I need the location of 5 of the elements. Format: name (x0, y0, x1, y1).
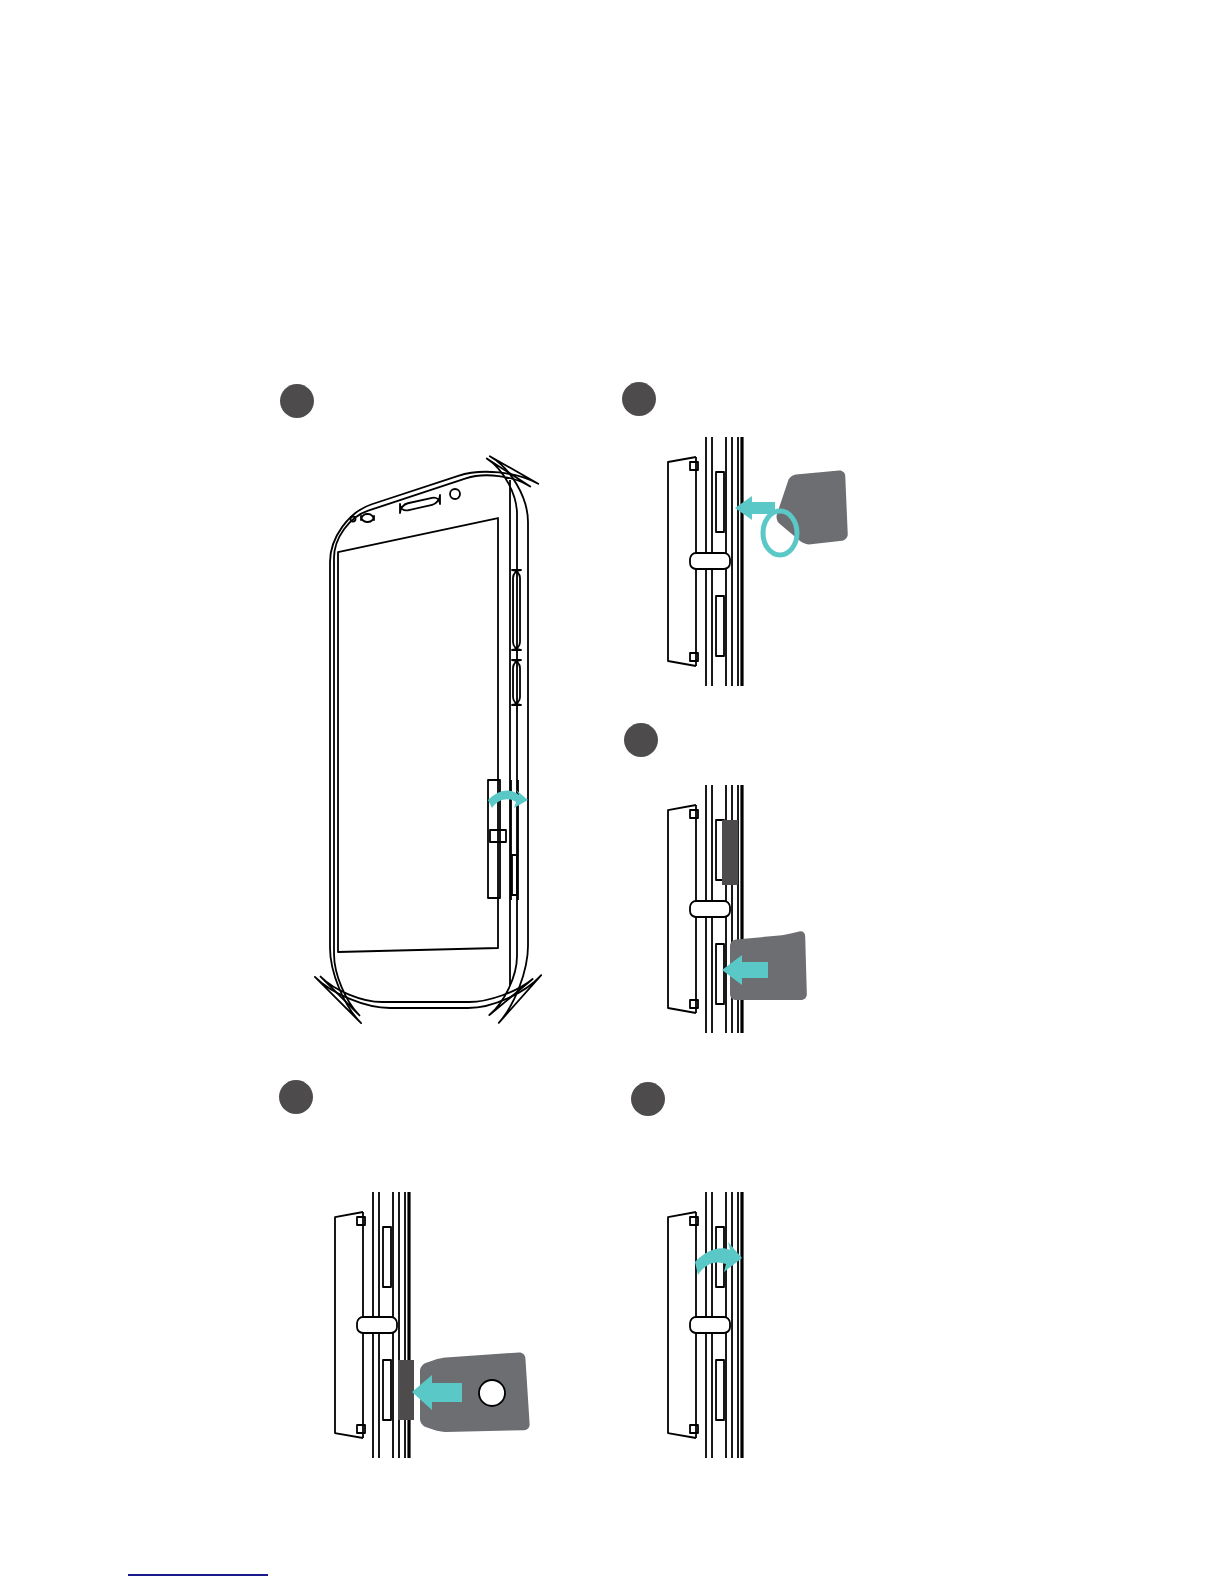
step-circle (631, 1082, 665, 1116)
step-circle (622, 382, 656, 416)
step-circle (624, 723, 658, 757)
step-circle (279, 1080, 313, 1114)
step-circle (280, 384, 314, 418)
